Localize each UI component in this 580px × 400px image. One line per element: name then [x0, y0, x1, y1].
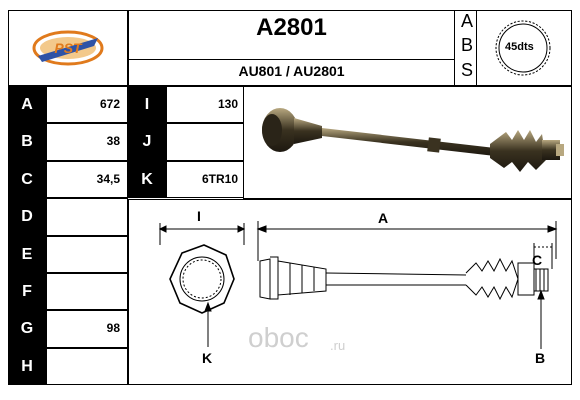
spec-label-e: E [8, 236, 46, 273]
diagram-box [128, 199, 572, 385]
logo-text: PST [54, 40, 83, 56]
dim-label-b: B [535, 350, 546, 366]
spec-label-c: C [8, 161, 46, 198]
pst-logo-icon: PST [32, 30, 104, 66]
flange-outline [169, 244, 235, 314]
drive-shaft-photo [262, 108, 564, 172]
spec-label-f: F [8, 273, 46, 310]
spec-label-h: H [8, 348, 46, 385]
spec-value-a: 672 [99, 97, 120, 111]
abs-ring-icon [495, 20, 551, 76]
spec-value-cell-b [46, 123, 128, 161]
spec-value-cell-d [46, 198, 128, 236]
technical-drawing [158, 221, 558, 349]
spec-label-i: I [128, 86, 166, 123]
spec-label-b: B [8, 123, 46, 161]
abs-teeth-count: 45dts [505, 41, 534, 53]
spec-value-cell-h [46, 348, 128, 385]
title-box [128, 10, 455, 60]
abs-letter-s: S [460, 60, 473, 80]
spec-value-cell-i [166, 86, 244, 123]
cross-reference: AU801 / AU2801 [238, 63, 345, 79]
dim-label-k: K [202, 350, 213, 366]
spec-label-d: D [8, 198, 46, 236]
part-number: A2801 [256, 14, 327, 41]
spec-value-cell-a [46, 86, 128, 123]
abs-divider [476, 10, 477, 86]
spec-value-cell-c [46, 161, 128, 198]
spec-value-b: 38 [106, 134, 120, 148]
spec-label-j: J [128, 123, 166, 161]
dim-label-c: C [532, 252, 543, 268]
spec-label-a: A [8, 86, 46, 123]
spec-value-g: 98 [106, 321, 120, 335]
abs-letter-a: A [460, 11, 473, 31]
abs-box [454, 10, 572, 86]
spec-value-cell-e [46, 236, 128, 273]
spec-value-c: 34,5 [96, 172, 120, 186]
spec-value-cell-f [46, 273, 128, 310]
spec-label-g: G [8, 310, 46, 348]
spec-value-cell-j [166, 123, 244, 161]
subtitle-box [128, 59, 455, 86]
abs-letter-b: B [460, 35, 473, 55]
spec-value-k: 6TR10 [201, 172, 238, 186]
spec-label-k: K [128, 161, 166, 198]
dim-label-i: I [197, 208, 201, 224]
watermark-brand: oboc [248, 322, 309, 353]
spec-value-cell-k [166, 161, 244, 198]
spec-value-cell-g [46, 310, 128, 348]
dim-label-a: A [378, 210, 389, 226]
watermark-tld: .ru [330, 338, 346, 353]
spec-value-i: 130 [217, 97, 238, 111]
